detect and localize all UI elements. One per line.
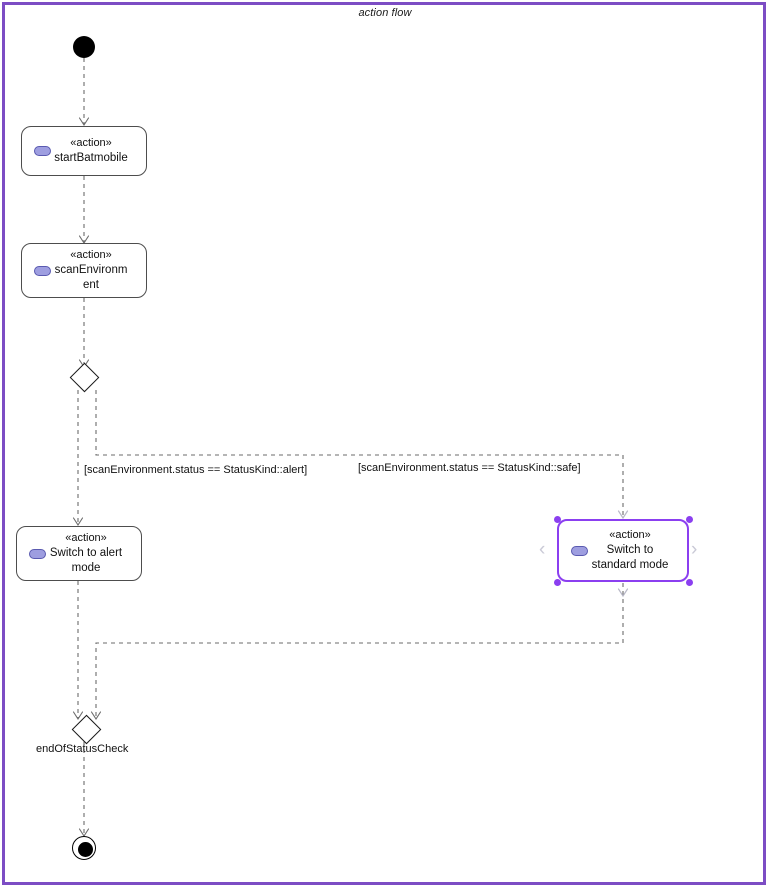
final-node-center <box>77 841 93 857</box>
initial-node[interactable] <box>73 36 95 58</box>
selection-handle-top-right[interactable] <box>685 515 693 523</box>
action-node-text: «action» Switch to standard mode <box>559 528 687 573</box>
action-node-scan-environment[interactable]: «action» scanEnvironm ent <box>21 243 147 298</box>
action-stereotype: «action» <box>609 529 651 541</box>
merge-node-label: endOfStatusCheck <box>36 743 129 755</box>
diagram-title: action flow <box>358 7 412 19</box>
action-node-start-batmobile[interactable]: «action» startBatmobile <box>21 126 147 176</box>
action-label-line1: scanEnvironm <box>54 264 128 276</box>
action-stereotype: «action» <box>70 137 112 149</box>
final-node[interactable] <box>72 836 96 860</box>
action-stereotype: «action» <box>65 532 107 544</box>
action-label-line2: mode <box>71 562 101 574</box>
chevron-right-icon[interactable]: › <box>691 539 698 560</box>
action-label-line2: standard mode <box>591 559 669 571</box>
selection-handle-top-left[interactable] <box>553 515 561 523</box>
action-label-line2: ent <box>83 279 99 291</box>
action-label-line1: Switch to <box>606 544 654 556</box>
action-icon <box>34 265 51 276</box>
action-icon <box>571 545 588 556</box>
action-node-switch-to-alert-mode[interactable]: «action» Switch to alert mode <box>16 526 142 581</box>
action-node-switch-to-standard-mode[interactable]: «action» Switch to standard mode <box>557 519 689 582</box>
guard-label-alert: [scanEnvironment.status == StatusKind::a… <box>84 464 308 476</box>
selection-handle-bottom-right[interactable] <box>685 578 693 586</box>
action-node-text: «action» startBatmobile <box>22 136 146 166</box>
selection-handle-bottom-left[interactable] <box>553 578 561 586</box>
guard-label-safe: [scanEnvironment.status == StatusKind::s… <box>358 462 581 474</box>
action-label-line1: Switch to alert <box>49 547 123 559</box>
action-label: startBatmobile <box>54 152 128 164</box>
chevron-left-icon[interactable]: ‹ <box>539 539 546 560</box>
action-node-text: «action» Switch to alert mode <box>17 531 141 576</box>
action-icon <box>29 548 46 559</box>
action-stereotype: «action» <box>70 249 112 261</box>
action-icon <box>34 146 51 156</box>
action-node-text: «action» scanEnvironm ent <box>22 248 146 293</box>
